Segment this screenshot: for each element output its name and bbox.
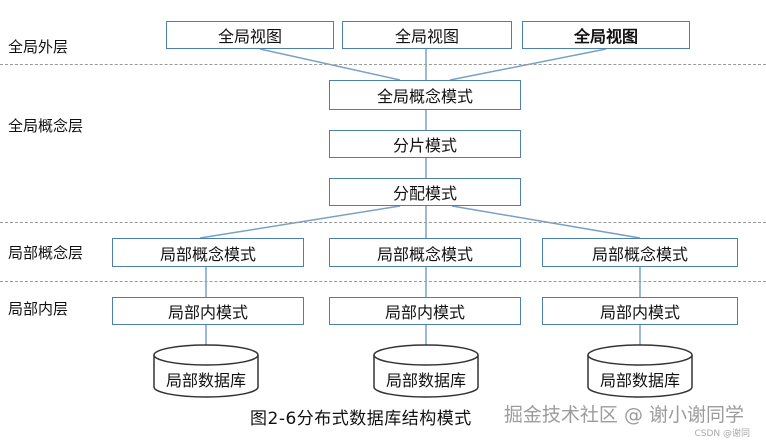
figure-caption: 图2-6分布式数据库结构模式 [250, 409, 472, 429]
layer-label-local-conceptual: 局部概念层 [8, 244, 84, 262]
allocation-schema-box: 分配模式 [329, 178, 521, 206]
divider-2 [0, 222, 766, 223]
layer-label-global-conceptual: 全局概念层 [8, 117, 84, 135]
global-view-box-1: 全局视图 [166, 21, 334, 49]
local-internal-box-3: 局部内模式 [542, 297, 738, 325]
layer-label-local-internal: 局部内层 [8, 300, 69, 318]
database-icon [153, 344, 259, 398]
database-cylinder-1: 局部数据库 [152, 343, 260, 399]
layer-label-global-external: 全局外层 [8, 38, 69, 56]
global-view-box-2: 全局视图 [342, 21, 512, 49]
divider-1 [0, 64, 766, 65]
global-view-box-3: 全局视图 [522, 21, 690, 49]
database-label: 局部数据库 [599, 371, 680, 390]
local-conceptual-box-3: 局部概念模式 [542, 238, 738, 267]
local-conceptual-box-1: 局部概念模式 [112, 238, 304, 267]
database-icon [587, 344, 693, 398]
database-cylinder-3: 局部数据库 [586, 343, 694, 399]
local-internal-box-2: 局部内模式 [329, 297, 521, 325]
local-conceptual-box-2: 局部概念模式 [329, 238, 521, 267]
divider-3 [0, 281, 766, 282]
local-internal-box-1: 局部内模式 [112, 297, 304, 325]
database-label: 局部数据库 [165, 371, 246, 390]
database-label: 局部数据库 [385, 371, 466, 390]
watermark-text: 掘金技术社区 @ 谢小谢同学 [503, 404, 744, 426]
database-icon [373, 344, 479, 398]
source-mark: CSDN @谢同 [694, 429, 750, 439]
global-schema-box: 全局概念模式 [329, 80, 521, 110]
database-cylinder-2: 局部数据库 [372, 343, 480, 399]
fragment-schema-box: 分片模式 [329, 130, 521, 158]
